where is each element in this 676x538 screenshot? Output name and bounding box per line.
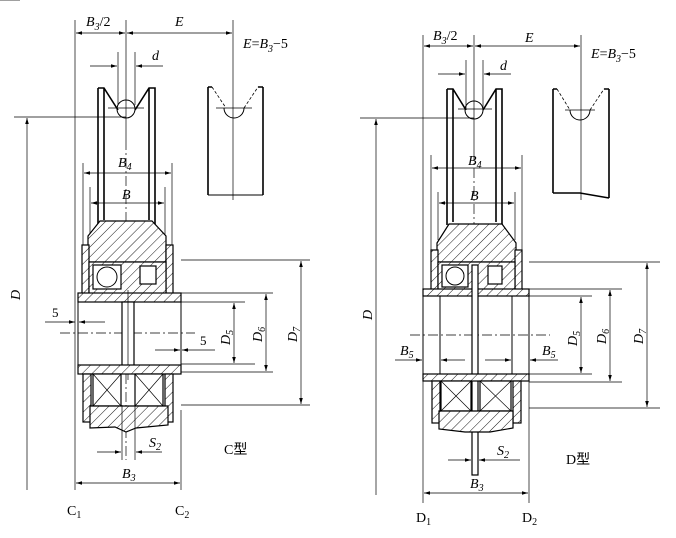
d-label-b4: B4 (468, 154, 482, 171)
d-label-e: E (524, 31, 534, 46)
d-rope-circle (464, 100, 484, 120)
c-sideplate-left-top (81, 244, 90, 296)
c-ref-groove (211, 86, 259, 109)
c-rope-circle (116, 99, 136, 119)
c-sideplate-left-bottom (82, 373, 92, 423)
d-roller (487, 265, 503, 285)
c-lower-casting (89, 405, 169, 433)
c-label-d7: D7 (286, 326, 303, 343)
c-caption: C型 (224, 442, 247, 458)
d-ref-rope (569, 109, 591, 121)
d-ref-groove (556, 88, 605, 111)
c-end-label-left: C1 (67, 504, 81, 521)
d-label-s2: S2 (497, 444, 509, 461)
c-label-s2: S2 (149, 436, 161, 453)
d-ball (445, 266, 465, 286)
c-hub-casting (87, 220, 167, 263)
c-bore (77, 302, 182, 370)
c-label-d5: D5 (219, 330, 236, 346)
d-label-e-formula: E=B3−5 (590, 47, 636, 65)
variant-c-drawing: B3/2 E E=B3−5 d D B4 B (9, 15, 310, 521)
c-label-e: E (174, 15, 184, 30)
d-label-b5-right: B5 (542, 344, 556, 361)
d-sheave-outline (446, 88, 503, 225)
c-sleeve-top (77, 292, 182, 303)
c-roller (139, 265, 157, 285)
d-label-d5: D5 (566, 331, 583, 347)
d-sideplate-right-bottom (512, 380, 522, 424)
c-label-5-left: 5 (52, 305, 59, 320)
c-label-D: D (9, 290, 24, 301)
d-pin (471, 264, 479, 476)
d-label-d7: D7 (632, 328, 649, 345)
c-sheave-outline (97, 87, 156, 225)
c-needle-x-left (92, 373, 122, 407)
d-bore (422, 296, 530, 375)
c-label-e-formula: E=B3−5 (242, 37, 288, 55)
d-caption: D型 (566, 452, 590, 468)
d-end-label-right: D2 (522, 511, 537, 528)
d-sideplate-right-top (514, 249, 523, 293)
d-label-d6: D6 (595, 329, 612, 345)
c-sideplate-right-bottom (164, 373, 174, 423)
c-label-b3: B3 (122, 467, 136, 484)
d-sideplate-left-bottom (431, 380, 441, 424)
d-end-label-left: D1 (416, 511, 431, 528)
c-label-b3-half: B3/2 (86, 15, 110, 33)
d-sideplate-left-top (430, 249, 439, 293)
d-sleeve-bottom (422, 373, 530, 382)
d-hub-casting (436, 223, 517, 263)
c-end-label-right: C2 (175, 504, 189, 521)
c-label-d: d (152, 49, 160, 64)
d-label-b3-half: B3/2 (433, 29, 457, 47)
d-label-b5-left: B5 (400, 344, 414, 361)
d-needle-x-right (479, 380, 512, 412)
c-sideplate-right-top (165, 244, 174, 296)
c-label-d6: D6 (251, 327, 268, 343)
c-ball-cage (92, 264, 122, 290)
d-label-b3: B3 (470, 477, 484, 494)
c-ref-rope (223, 107, 245, 119)
c-ref-sheave (207, 86, 264, 195)
c-label-b: B (122, 188, 131, 203)
d-label-D: D (361, 310, 376, 321)
d-ref-sheave (552, 88, 610, 199)
variant-d-drawing: B3/2 E E=B3−5 d D B4 B (0, 0, 660, 528)
c-sleeve-bottom (77, 364, 182, 375)
c-label-b4: B4 (118, 156, 132, 173)
d-lower-casting (438, 410, 514, 433)
d-label-d: d (500, 59, 508, 74)
c-needle-x-right (134, 373, 164, 407)
c-label-5-right: 5 (200, 333, 207, 348)
c-ball (96, 266, 118, 288)
d-label-b: B (470, 189, 479, 204)
d-needle-x-left (440, 380, 472, 412)
